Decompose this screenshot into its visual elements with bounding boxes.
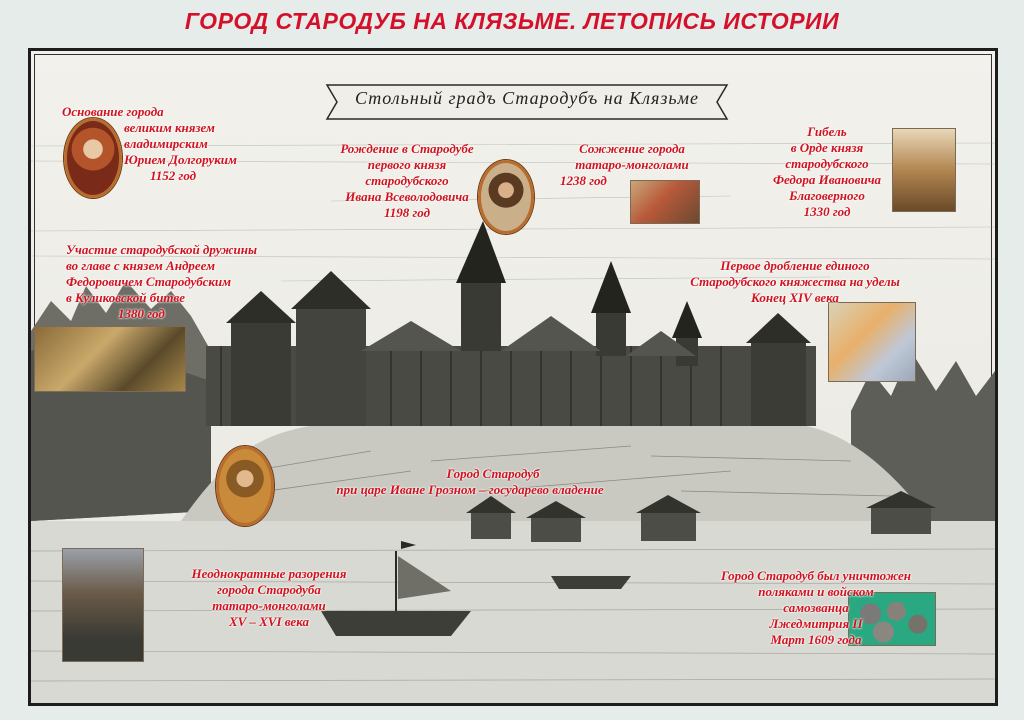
caption-line: Основание города [62,104,164,119]
caption-line: 1198 год [383,205,431,220]
caption-line: татаро-монголами [575,157,689,172]
caption-line: Город Стародуб [446,466,540,481]
title-banner: Стольный градъ Стародубъ на Клязьме [317,79,737,125]
caption-line: Гибель [807,124,847,139]
caption-line: Лжедмитрия II [769,616,863,631]
caption-line: первого князя [367,157,447,172]
caption-line: 1238 год [560,173,607,188]
caption-line: 1380 год [118,306,165,321]
portrait-ivan-grozny [216,446,274,526]
portrait-yuri-dolgoruky [64,118,122,198]
caption-line: города Стародуба [217,582,321,597]
caption-line: самозванца [783,600,849,615]
caption-line: при царе Иване Грозном – государево влад… [336,482,604,497]
caption-line: Сожжение города [579,141,685,156]
caption-line: Юрием Долгоруким [124,152,237,167]
thumb-horde-icon [892,128,956,212]
thumb-cannonballs [848,592,936,646]
thumb-kulikovo-battle [34,326,186,392]
caption-line: владимирским [124,136,208,151]
caption-line: Неоднократные разорения [191,566,347,581]
page-title: ГОРОД СТАРОДУБ НА КЛЯЗЬМЕ. ЛЕТОПИСЬ ИСТО… [184,8,840,34]
caption-ruins: Неоднократные разорения города Стародуба… [152,566,386,630]
caption-line: Стародубского княжества на уделы [690,274,900,289]
portrait-ivan-vsevolodovich [478,160,534,234]
caption-line: Федоровичем Стародубским [66,274,232,289]
caption-line: Ивана Всеволодовича [345,189,469,204]
caption-birth: Рождение в Стародубе первого князя старо… [314,141,500,221]
caption-line: 1330 год [803,204,851,219]
thumb-principality-map [828,302,916,382]
caption-line: Федора Ивановича [772,172,882,187]
caption-line: стародубского [785,156,869,171]
caption-division: Первое дробление единого Стародубского к… [640,258,950,306]
caption-line: во главе с князем Андреем [66,258,216,273]
caption-line: Благоверного [789,188,865,203]
caption-line: 1152 год [150,168,197,183]
caption-line: поляками и войском [758,584,874,599]
caption-line: Первое дробление единого [720,258,870,273]
caption-line: Конец XIV века [751,290,839,305]
caption-line: в Куликовской битве [66,290,185,305]
caption-death: Гибель в Орде князя стародубского Федора… [752,124,902,220]
caption-kulikovo: Участие стародубской дружины во главе с … [66,242,257,322]
caption-destroyed: Город Стародуб был уничтожен поляками и … [680,568,952,648]
thumb-mongol-raids [62,548,144,662]
caption-line: Рождение в Стародубе [340,141,474,156]
caption-line: Участие стародубской дружины [66,242,257,257]
caption-line: великим князем [124,120,215,135]
caption-line: в Орде князя [790,140,864,155]
caption-founding: Основание города великим князем владимир… [62,104,237,184]
banner-ribbon [325,84,729,120]
caption-line: Город Стародуб был уничтожен [720,568,912,583]
banner-text: Стольный градъ Стародубъ на Клязьме [354,88,700,108]
caption-line: стародубского [365,173,449,188]
caption-line: Март 1609 года [770,632,862,647]
caption-line: XV – XVI века [229,614,309,629]
caption-line: татаро-монголами [212,598,326,613]
thumb-burning-city [630,180,700,224]
caption-ivan-grozny: Город Стародуб при царе Иване Грозном – … [280,466,660,498]
caption-burning: Сожжение города татаро-монголами 1238 го… [546,141,718,189]
